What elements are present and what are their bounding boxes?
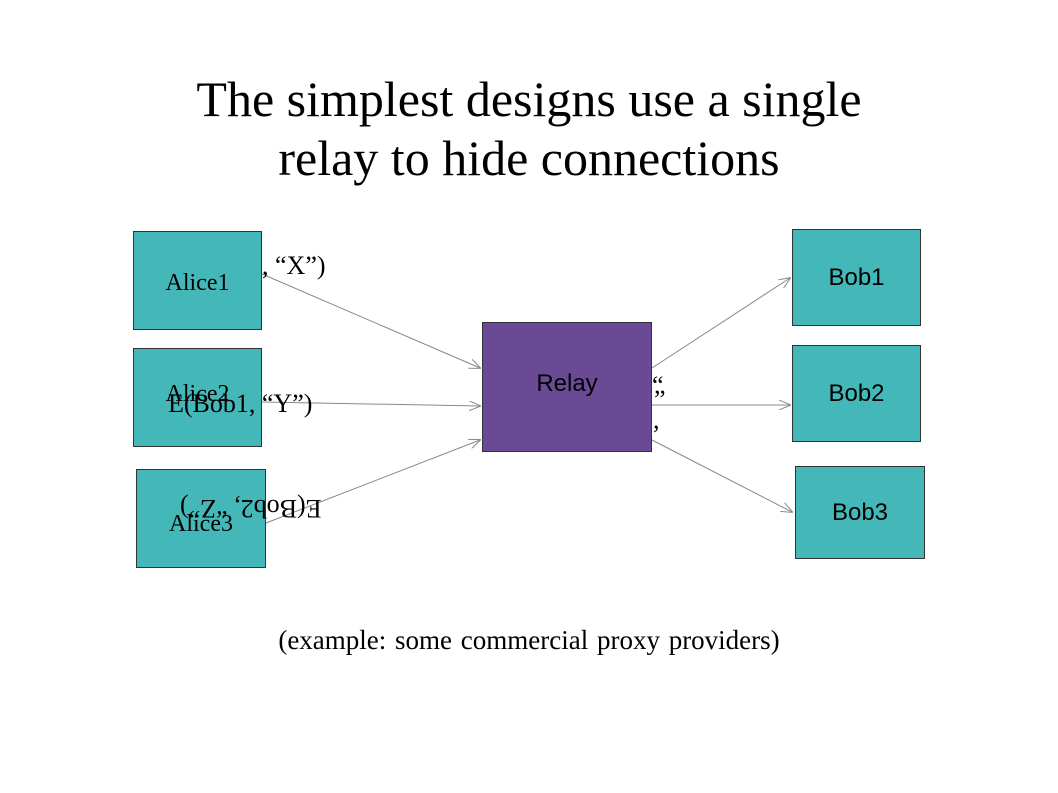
alice2-message-label: E(Bob1, “Y”)	[168, 389, 313, 418]
caption: (example: some commercial proxy provider…	[278, 625, 780, 655]
bob3-label: Bob3	[831, 498, 889, 526]
relay-label: Relay	[536, 370, 598, 397]
bob1-node: Bob1	[792, 229, 921, 326]
bob3-node: Bob3	[795, 466, 925, 559]
alice3-label: Alice3	[169, 511, 233, 537]
alice3-node: Alice3	[136, 469, 266, 568]
arrow-alice1-relay	[261, 273, 480, 368]
relay-node: Relay	[482, 322, 652, 452]
alice1-label: Alice1	[165, 270, 230, 296]
alice2-label: Alice2	[165, 381, 230, 407]
relay-out-quote-1: “	[652, 371, 664, 400]
title-line-2: relay to hide connections	[278, 130, 780, 186]
bob2-label: Bob2	[828, 379, 885, 407]
arrow-alice2-relay	[261, 402, 480, 406]
title-line-1: The simplest designs use a single	[196, 71, 862, 127]
relay-out-comma: ,	[653, 405, 660, 434]
alice1-message-label: , “X”)	[262, 251, 326, 280]
arrow-alice3-relay	[265, 440, 480, 524]
alice1-node: Alice1	[133, 231, 262, 330]
bob2-node: Bob2	[792, 345, 921, 442]
arrow-relay-bob3	[651, 439, 792, 512]
arrow-relay-bob1	[651, 278, 790, 369]
alice2-node: Alice2	[133, 348, 262, 447]
relay-out-quote-2: ”	[654, 385, 666, 414]
alice3-message-label: E(Bob2, “Z”)	[180, 494, 322, 523]
bob1-label: Bob1	[828, 263, 885, 291]
slide-title: The simplest designs use a single relay …	[0, 70, 1058, 188]
